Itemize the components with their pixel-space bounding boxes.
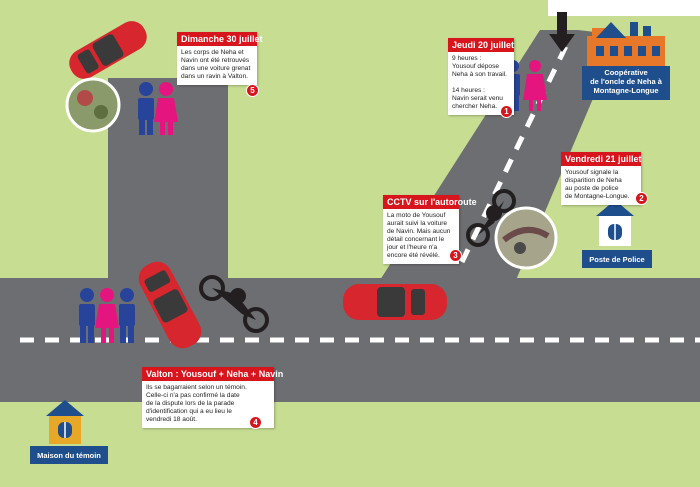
witness-label-bg — [30, 446, 108, 464]
person-female-icon — [154, 82, 178, 135]
person-male-icon — [119, 288, 135, 343]
event-date: Jeudi 20 juillet — [448, 38, 514, 52]
motorcycle-icon — [466, 189, 516, 247]
event-badge-3: 3 — [449, 249, 462, 262]
house-icon — [46, 400, 84, 444]
car-icon — [138, 261, 202, 349]
event-text: Ils se bagarraient selon un témoin. Cell… — [146, 384, 247, 423]
police-label-bg — [582, 250, 652, 268]
event-text: Yousouf signale la disparition de Neha a… — [565, 169, 630, 200]
top-right-margin — [548, 0, 700, 16]
person-female-icon — [95, 288, 119, 343]
motorcycle-icon — [199, 275, 269, 333]
event-box-2: Vendredi 21 juillet Yousouf signale la d… — [561, 152, 642, 205]
event-date: Vendredi 21 juillet — [561, 152, 642, 166]
cooperative-label: Coopérative de l'oncle de Neha à Montagn… — [590, 68, 662, 95]
event-date: Dimanche 30 juillet — [177, 32, 263, 46]
witness-label: Maison du témoin — [37, 451, 101, 460]
event-badge-1: 1 — [500, 105, 513, 118]
event-text: Les corps de Neha et Navin ont été retro… — [181, 49, 251, 80]
photo-icon — [494, 206, 558, 270]
event-box-5: Dimanche 30 juillet Les corps de Neha et… — [177, 32, 263, 85]
event-text: La moto de Yousouf aurait suivi la voitu… — [387, 212, 451, 259]
car-icon — [69, 21, 147, 79]
event-box-1: Jeudi 20 juillet 9 heures : Yousouf dépo… — [448, 38, 514, 115]
event-date: Valton : Yousouf + Neha + Navin — [142, 367, 283, 381]
event-badge-2: 2 — [635, 192, 648, 205]
arrow-down-icon — [549, 12, 575, 52]
event-date: CCTV sur l'autoroute — [383, 195, 477, 209]
police-label: Poste de Police — [589, 255, 645, 264]
car-icon — [343, 284, 447, 320]
person-female-icon — [523, 60, 547, 111]
event-badge-4: 4 — [249, 416, 262, 429]
cooperative-label-bg — [582, 66, 670, 100]
photo-icon — [65, 77, 121, 133]
event-text: 9 heures : Yousouf dépose Neha à son tra… — [452, 55, 507, 110]
house-icon — [596, 200, 634, 246]
event-box-3: CCTV sur l'autoroute La moto de Yousouf … — [383, 195, 477, 264]
event-box-4: Valton : Yousouf + Neha + Navin Ils se b… — [142, 367, 283, 428]
person-male-icon — [138, 82, 154, 135]
person-male-icon — [79, 288, 95, 343]
event-badge-5: 5 — [246, 84, 259, 97]
